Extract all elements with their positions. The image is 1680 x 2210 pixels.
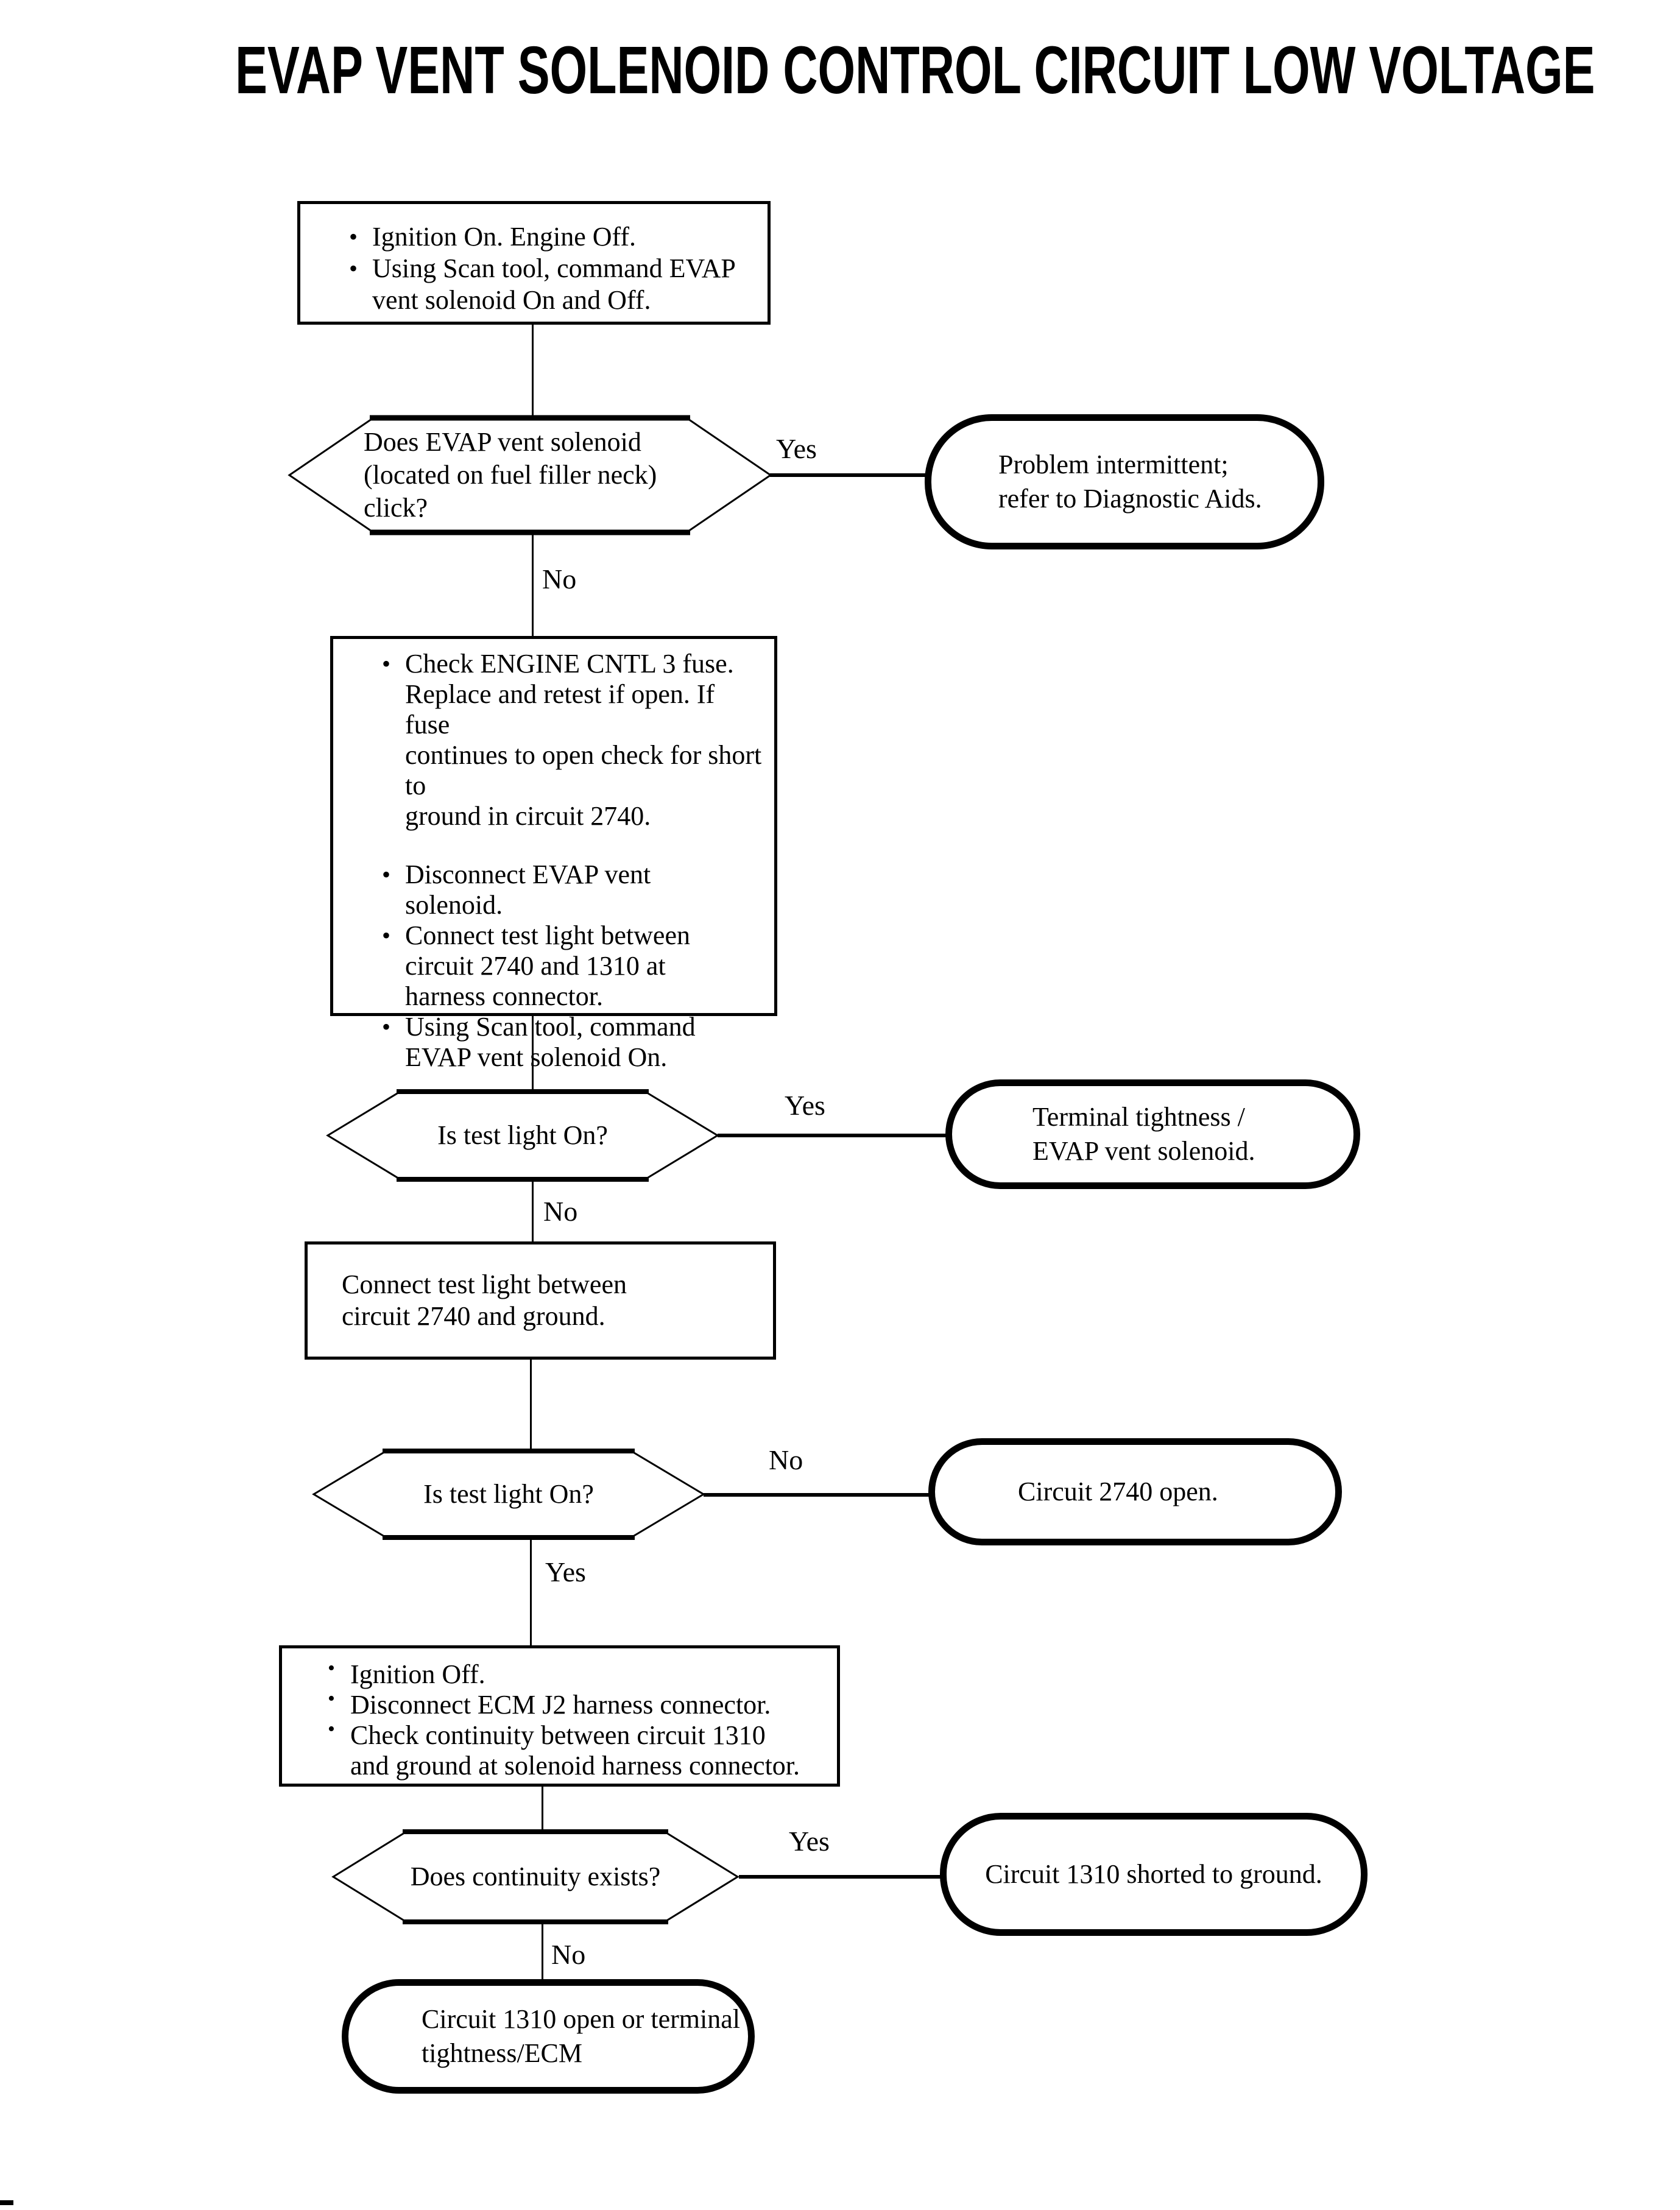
connector-line <box>532 325 534 416</box>
list-item: • Disconnect ECM J2 harness connector. <box>312 1687 828 1720</box>
bullet-text: Using Scan tool, command EVAP vent solen… <box>405 1012 696 1072</box>
bullet-text: Disconnect EVAP vent solenoid. <box>405 860 651 920</box>
hexagon-shape <box>326 1089 719 1182</box>
page-title: EVAP VENT SOLENOID CONTROL CIRCUIT LOW V… <box>235 33 1595 108</box>
connector-line <box>532 1181 534 1243</box>
result-circuit-2740-open: Circuit 2740 open. <box>928 1438 1342 1545</box>
bullet-text: Check ENGINE CNTL 3 fuse. Replace and re… <box>405 649 762 831</box>
edge-label-yes: Yes <box>785 1090 825 1121</box>
decision-test-light-1: Is test light On? <box>326 1089 719 1182</box>
list-item: • Using Scan tool, command EVAP vent sol… <box>367 1012 766 1073</box>
hexagon-shape <box>312 1449 705 1540</box>
node-start-conditions: • Ignition On. Engine Off. • Using Scan … <box>297 201 771 325</box>
result-text: Circuit 1310 open or terminal tightness/… <box>422 2004 740 2068</box>
bullet-text: Check continuity between circuit 1310 an… <box>350 1720 800 1781</box>
decision-test-light-2: Is test light On? <box>312 1449 705 1540</box>
result-problem-intermittent: Problem intermittent; refer to Diagnosti… <box>925 414 1324 549</box>
decision-evap-solenoid-click: Does EVAP vent solenoid (located on fuel… <box>287 415 773 535</box>
bullet-text: Ignition Off. <box>350 1659 485 1689</box>
connector-line <box>704 1493 932 1497</box>
bullet-text: Using Scan tool, command EVAP vent solen… <box>372 253 736 315</box>
decision-question: Does EVAP vent solenoid (located on fuel… <box>364 427 657 523</box>
bullet-icon: • <box>348 223 358 250</box>
scan-artifact-mark <box>0 2200 13 2205</box>
result-text: Terminal tightness / EVAP vent solenoid. <box>1032 1102 1255 1166</box>
bullet-icon: • <box>328 1718 335 1740</box>
list-item: • Check continuity between circuit 1310 … <box>312 1718 828 1781</box>
bullet-list: • Ignition Off. • Disconnect ECM J2 harn… <box>282 1648 837 1781</box>
list-item: • Disconnect EVAP vent solenoid. <box>367 860 766 920</box>
connector-line <box>770 473 933 477</box>
connector-line <box>739 1875 944 1879</box>
bullet-icon: • <box>328 1687 335 1710</box>
list-item: • Connect test light between circuit 274… <box>367 920 766 1012</box>
result-text: Problem intermittent; refer to Diagnosti… <box>998 450 1262 514</box>
connector-line <box>718 1134 949 1137</box>
node-connect-test-light-ground: Connect test light between circuit 2740 … <box>305 1241 776 1360</box>
list-item: • Check ENGINE CNTL 3 fuse. Replace and … <box>367 649 766 831</box>
hexagon-shape <box>331 1829 739 1924</box>
connector-line <box>542 1785 543 1830</box>
bullet-list: • Check ENGINE CNTL 3 fuse. Replace and … <box>333 639 774 1073</box>
decision-question: Is test light On? <box>437 1120 608 1150</box>
node-check-fuse-test-light: • Check ENGINE CNTL 3 fuse. Replace and … <box>330 636 777 1072</box>
edge-label-yes: Yes <box>776 433 817 464</box>
bullet-text: Disconnect ECM J2 harness connector. <box>350 1690 771 1720</box>
node-text: Connect test light between circuit 2740 … <box>342 1269 627 1331</box>
bullet-icon: • <box>381 861 390 888</box>
node-check-continuity: • Ignition Off. • Disconnect ECM J2 harn… <box>279 1645 840 1787</box>
decision-continuity-exists: Does continuity exists? <box>331 1829 740 1924</box>
bullet-text: Ignition On. Engine Off. <box>372 222 637 252</box>
list-item: • Ignition Off. <box>312 1657 828 1690</box>
connector-line <box>530 1358 532 1450</box>
bullet-icon: • <box>381 922 390 949</box>
bullet-icon: • <box>348 255 358 282</box>
edge-label-no: No <box>542 563 577 595</box>
terminal-circuit-1310-open: Circuit 1310 open or terminal tightness/… <box>342 1979 755 2094</box>
bullet-text: Connect test light between circuit 2740 … <box>405 920 690 1011</box>
edge-label-no: No <box>551 1939 586 1970</box>
decision-question: Does continuity exists? <box>410 1862 661 1891</box>
edge-label-no: No <box>769 1444 803 1475</box>
edge-label-no: No <box>543 1196 578 1227</box>
list-item: • Using Scan tool, command EVAP vent sol… <box>334 253 755 316</box>
connector-line <box>530 1539 532 1645</box>
bullet-icon: • <box>328 1657 335 1679</box>
result-text: Circuit 1310 shorted to ground. <box>985 1859 1322 1889</box>
bullet-list: • Ignition On. Engine Off. • Using Scan … <box>300 204 768 316</box>
list-item: • Ignition On. Engine Off. <box>334 221 755 253</box>
edge-label-yes: Yes <box>545 1556 586 1587</box>
connector-line <box>542 1924 543 1980</box>
decision-question: Is test light On? <box>423 1479 594 1509</box>
connector-line <box>532 534 534 636</box>
result-circuit-1310-shorted: Circuit 1310 shorted to ground. <box>940 1813 1368 1936</box>
result-text: Circuit 2740 open. <box>1018 1477 1218 1506</box>
edge-label-yes: Yes <box>789 1826 830 1857</box>
bullet-icon: • <box>381 1013 390 1040</box>
result-terminal-tightness: Terminal tightness / EVAP vent solenoid. <box>945 1079 1360 1189</box>
bullet-icon: • <box>381 650 390 677</box>
connector-line <box>532 1015 534 1090</box>
